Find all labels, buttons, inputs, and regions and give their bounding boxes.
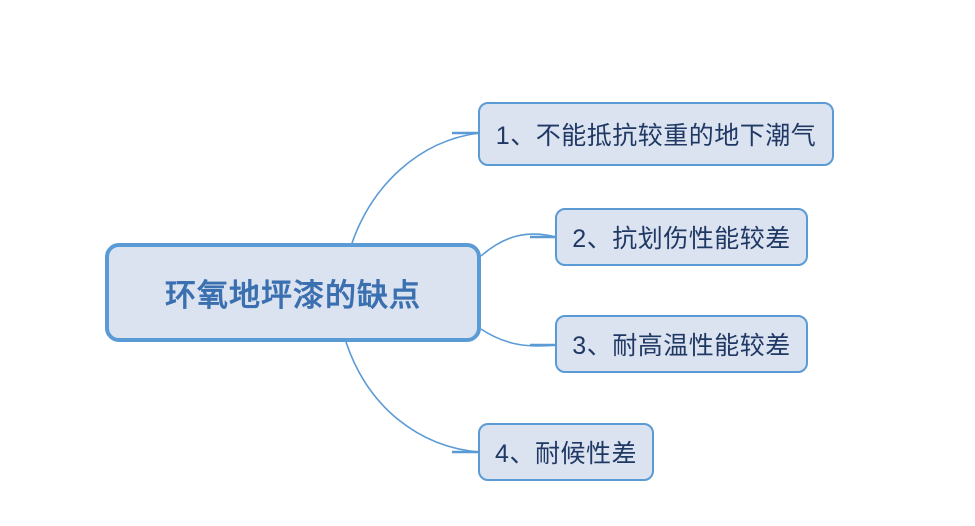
- connector-central-to-branch-1: [351, 132, 480, 244]
- branch-node-2[interactable]: 2、抗划伤性能较差: [555, 208, 808, 266]
- connector-central-to-branch-4: [345, 341, 480, 453]
- branch-node-4-label: 4、耐候性差: [495, 440, 637, 468]
- branch-node-3-label: 3、耐高温性能较差: [572, 332, 791, 360]
- connector-central-to-branch-2: [480, 233, 557, 257]
- branch-node-2-label: 2、抗划伤性能较差: [572, 225, 791, 253]
- branch-node-1-label: 1、不能抵抗较重的地下潮气: [495, 122, 817, 150]
- branch-node-4[interactable]: 4、耐候性差: [478, 423, 654, 481]
- connector-central-to-branch-3: [480, 328, 557, 347]
- branch-node-1[interactable]: 1、不能抵抗较重的地下潮气: [478, 102, 834, 166]
- branch-node-3[interactable]: 3、耐高温性能较差: [555, 315, 808, 373]
- central-topic-label: 环氧地坪漆的缺点: [165, 278, 421, 313]
- central-topic-node[interactable]: 环氧地坪漆的缺点: [105, 243, 481, 342]
